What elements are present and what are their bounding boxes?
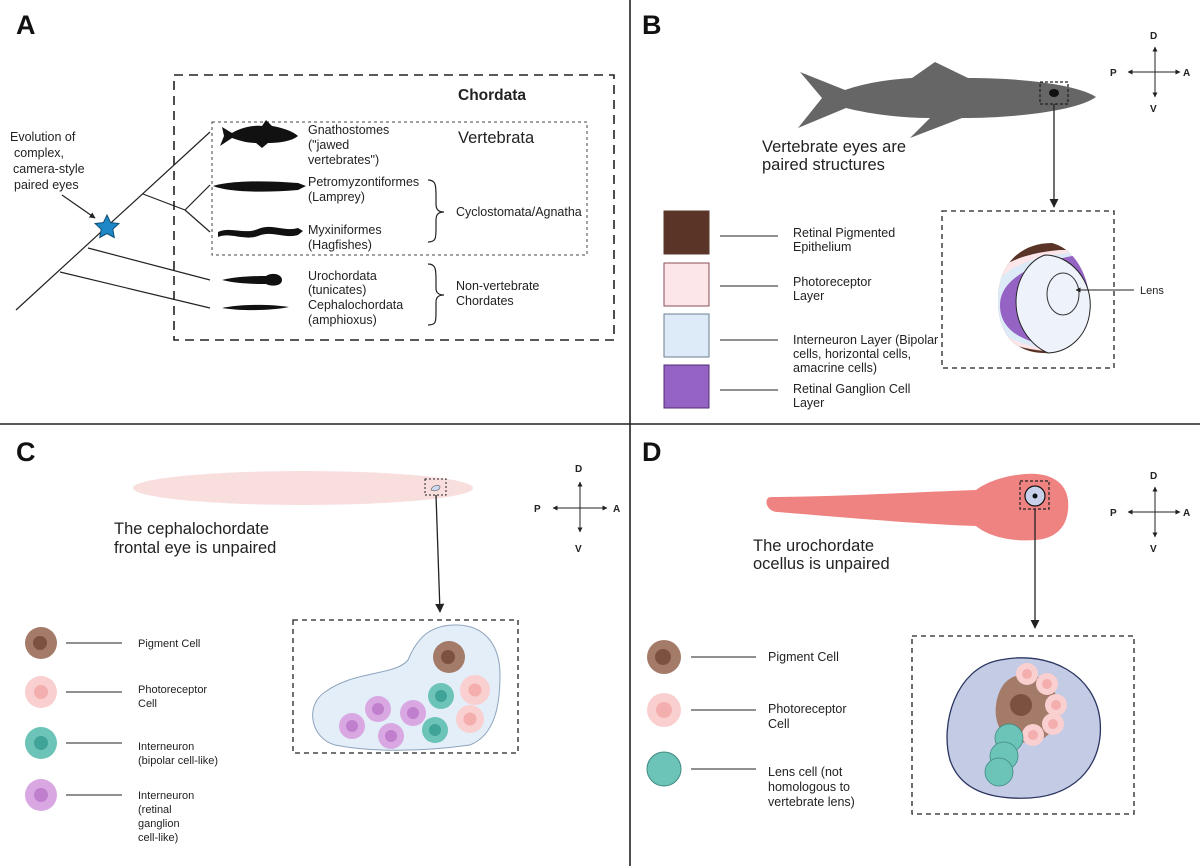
tunicate-silhouette-icon — [222, 273, 282, 286]
panel-c-legend: Pigment Cell Photoreceptor Cell Interneu… — [25, 627, 218, 844]
frontal-eye-zoom-arrow — [435, 494, 445, 613]
legend-d-lens-label: Lens cell (not homologous to vertebrate … — [768, 765, 855, 809]
evolution-arrow — [61, 194, 96, 219]
panel-d-caption: The urochordate ocellus is unpaired — [753, 537, 890, 573]
svg-text:D: D — [575, 464, 582, 475]
evolution-label: Evolution of complex, camera-style paire… — [10, 130, 88, 192]
chordata-label: Chordata — [458, 87, 526, 104]
tunicate-larva-illustration — [766, 473, 1069, 541]
panel-b: B Vertebrate eyes are paired structures … — [642, 10, 1190, 410]
panel-d-letter: D — [642, 437, 662, 467]
legend-d-photoreceptor-label: Photoreceptor Cell — [768, 702, 850, 731]
legend-rpe-label: Retinal Pigmented Epithelium — [793, 226, 899, 254]
panel-b-legend: Retinal Pigmented Epithelium Photorecept… — [663, 210, 942, 410]
panel-b-letter: B — [642, 10, 662, 40]
compass-d: D V P A — [1110, 471, 1190, 555]
urochordata-label: Urochordata (tunicates) — [308, 269, 380, 297]
panel-d: D The urochordate ocellus is unpaired D … — [642, 437, 1190, 815]
panel-c-caption: The cephalochordate frontal eye is unpai… — [114, 520, 276, 557]
amphioxus-illustration — [133, 471, 473, 505]
panel-d-legend: Pigment Cell Photoreceptor Cell Lens cel… — [646, 640, 855, 809]
frontal-eye-zoom-box — [424, 478, 447, 496]
legend-c-ganglion-label: Interneuron (retinal ganglion cell-like) — [138, 790, 197, 844]
compass-c: D V P A — [534, 464, 620, 555]
svg-text:V: V — [575, 544, 582, 555]
svg-text:A: A — [1183, 508, 1190, 519]
vitreous-body — [1015, 254, 1091, 354]
frontal-eye-mini — [430, 485, 441, 492]
legend-c-bipolar-label: Interneuron (bipolar cell-like) — [138, 741, 218, 767]
svg-text:D: D — [1150, 471, 1157, 482]
svg-text:P: P — [1110, 68, 1117, 79]
panel-a: A Chordata Vertebrata Evolution of compl… — [10, 10, 615, 341]
chordata-box — [173, 74, 615, 341]
legend-c-photoreceptor-label: Photoreceptor Cell — [138, 684, 210, 710]
vertebrata-label: Vertebrata — [458, 129, 535, 147]
nonvertebrate-label: Non-vertebrate Chordates — [456, 279, 543, 308]
legend-c-pigment-label: Pigment Cell — [138, 638, 200, 650]
svg-text:P: P — [534, 504, 541, 515]
svg-text:P: P — [1110, 508, 1117, 519]
lens-shape — [1046, 272, 1080, 316]
frontal-eye-zoom-panel — [292, 619, 519, 754]
svg-text:V: V — [1150, 544, 1157, 555]
frontal-eye-cells — [339, 641, 490, 749]
legend-swatch-photoreceptor — [663, 262, 710, 307]
lamprey-label: Petromyzontiformes (Lamprey) — [308, 175, 423, 204]
phylogenetic-tree — [15, 131, 211, 311]
panel-c: C The cephalochordate frontal eye is unp… — [16, 437, 620, 844]
cephalochordata-label: Cephalochordata (amphioxus) — [308, 298, 407, 327]
amphioxus-silhouette-icon — [222, 304, 289, 311]
panel-b-caption: Vertebrate eyes are paired structures — [762, 138, 911, 174]
hagfish-silhouette-icon — [218, 226, 303, 238]
star-icon — [93, 213, 121, 239]
panel-c-letter: C — [16, 437, 36, 467]
panel-a-letter: A — [16, 10, 36, 40]
vertebrata-box — [211, 121, 588, 256]
compass-b: D V P A — [1110, 31, 1190, 115]
legend-d-pigment-label: Pigment Cell — [768, 650, 839, 664]
legend-photoreceptor-label: Photoreceptor Layer — [793, 275, 875, 303]
svg-text:A: A — [1183, 68, 1190, 79]
svg-text:D: D — [1150, 31, 1157, 42]
lamprey-silhouette-icon — [213, 181, 306, 192]
ocellus-zoom-panel — [911, 635, 1135, 815]
legend-swatch-interneuron — [663, 313, 710, 358]
legend-interneuron-label: Interneuron Layer (Bipolar cells, horizo… — [793, 333, 942, 375]
gnathostomes-label: Gnathostomes ("jawed vertebrates") — [308, 123, 393, 167]
cyclostomata-label: Cyclostomata/Agnatha — [456, 205, 582, 219]
legend-d-lens-cell-icon — [646, 751, 682, 787]
ocellus-cells — [984, 663, 1067, 787]
nonvertebrate-brace — [427, 263, 445, 326]
legend-swatch-rpe — [663, 210, 710, 255]
svg-text:V: V — [1150, 104, 1157, 115]
cyclostomata-brace — [427, 179, 445, 243]
shark-eye — [1049, 89, 1059, 97]
vertebrate-shark-illustration — [798, 62, 1096, 138]
vertebrate-eye-zoom-box — [941, 210, 1115, 369]
svg-text:A: A — [613, 504, 620, 515]
shark-silhouette-icon — [220, 120, 298, 148]
lens-label: Lens — [1140, 285, 1164, 297]
legend-swatch-ganglion — [663, 364, 710, 409]
hagfish-label: Myxiniformes (Hagfishes) — [308, 223, 385, 252]
legend-ganglion-label: Retinal Ganglion Cell Layer — [793, 382, 914, 410]
